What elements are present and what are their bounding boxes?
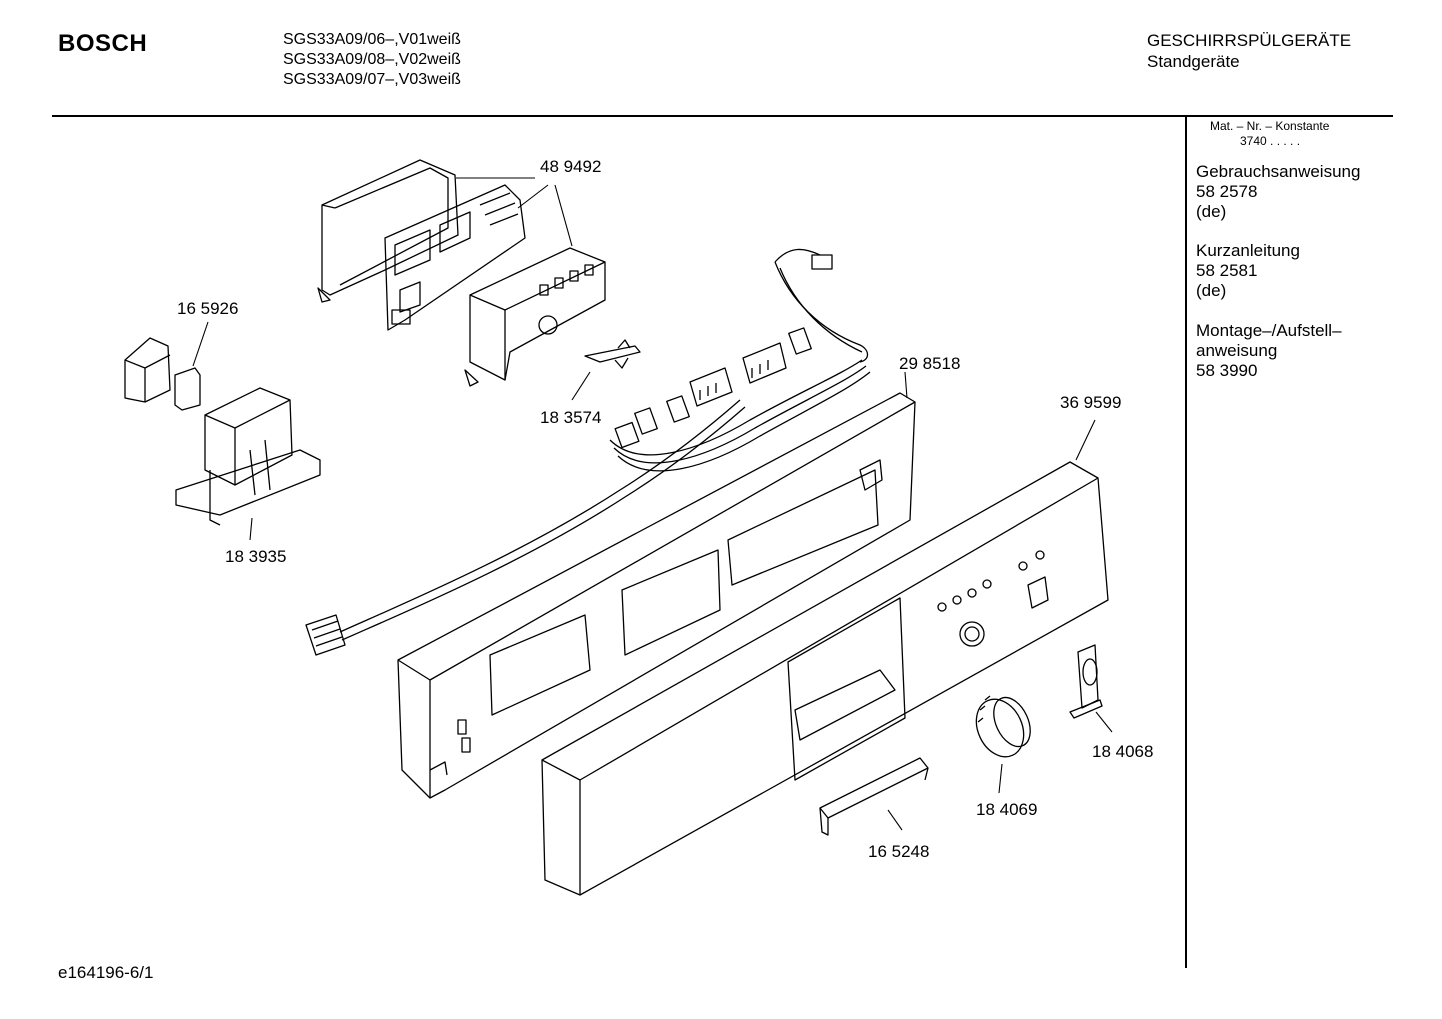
material-number-block: Mat. – Nr. – Konstante 3740 . . . . . [1210,119,1329,149]
part-front-panel [541,461,1109,896]
part-switch-pin [584,339,641,369]
part-wiring-harness [609,248,871,472]
model-list: SGS33A09/06–,V01weiß SGS33A09/08–,V02wei… [283,30,461,90]
part-number: 18 4068 [1092,742,1153,761]
doc-number: 58 2578 [1196,182,1258,201]
doc-user-manual: Gebrauchsanweisung 58 2578 (de) [1196,162,1360,222]
header-divider [52,115,1393,117]
doc-installation-guide: Montage–/Aufstell– anweisung 58 3990 [1196,321,1342,381]
part-number: 18 3935 [225,547,286,566]
part-knob [975,695,1031,758]
part-number: 29 8518 [899,354,960,373]
brand-logo: BOSCH [58,30,148,57]
doc-number: 58 2581 [1196,261,1258,280]
category-block: GESCHIRRSPÜLGERÄTE Standgeräte [1147,30,1351,72]
doc-number: 58 3990 [1196,361,1258,380]
category-title: GESCHIRRSPÜLGERÄTE [1147,31,1352,50]
model-line: SGS33A09/08–,V02weiß [283,51,461,68]
part-number: 36 9599 [1060,393,1121,412]
part-module-cover [317,159,459,303]
part-bracket [175,387,321,526]
part-number: 16 5926 [177,299,238,318]
doc-title: Montage–/Aufstell– [1196,321,1342,340]
part-control-unit [464,247,606,387]
part-number-labels: 48 9492 16 5926 18 3574 29 8518 36 9599 … [177,157,1153,861]
part-handle-strip [819,757,929,836]
doc-title: Gebrauchsanweisung [1196,162,1361,181]
exploded-parts-diagram: 48 9492 16 5926 18 3574 29 8518 36 9599 … [124,157,1153,896]
model-line: SGS33A09/07–,V03weiß [283,71,461,88]
part-number: 16 5248 [868,842,929,861]
part-small-holder [124,337,201,411]
part-cable [305,399,746,656]
part-button-cap [1069,644,1103,719]
leader-lines [192,177,1113,831]
model-line: SGS33A09/06–,V01weiß [283,31,461,48]
part-number: 18 4069 [976,800,1037,819]
part-number: 18 3574 [540,408,601,427]
document-code: e164196-6/1 [58,963,154,982]
doc-title-cont: anweisung [1196,341,1278,360]
part-number: 48 9492 [540,157,601,176]
part-panel-frame [397,392,916,799]
part-circuit-board [384,184,526,331]
material-number-value: 3740 . . . . . [1240,134,1301,148]
doc-quick-guide: Kurzanleitung 58 2581 (de) [1196,241,1300,301]
material-number-label: Mat. – Nr. – Konstante [1210,119,1330,133]
doc-language: (de) [1196,202,1227,221]
category-subtitle: Standgeräte [1147,52,1240,71]
doc-title: Kurzanleitung [1196,241,1300,260]
doc-language: (de) [1196,281,1227,300]
sidebar-divider [1185,116,1187,968]
